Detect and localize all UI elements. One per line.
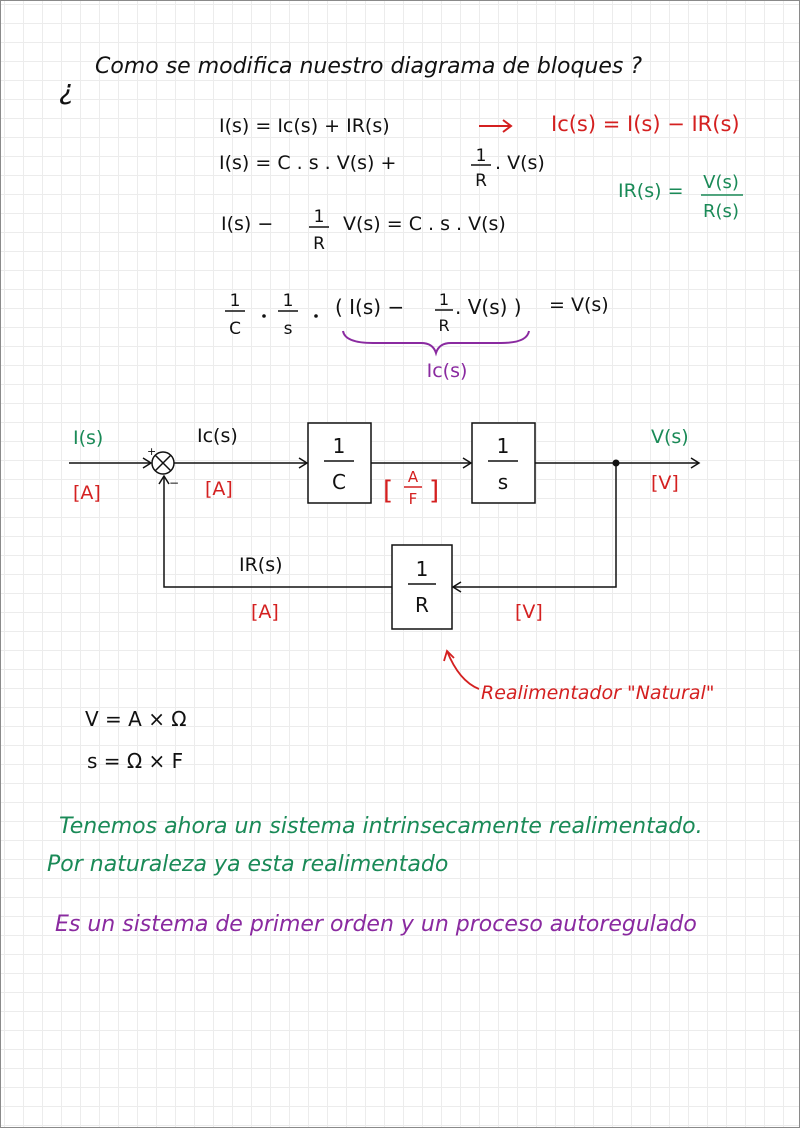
sum-plus-sign: +	[147, 445, 156, 458]
output-unit-label: [V]	[651, 472, 679, 494]
eq2-fraction-denominator: R	[475, 171, 487, 191]
eq4-f1-denominator: C	[229, 319, 241, 339]
eq2-right-term: . V(s)	[495, 152, 545, 174]
equation-current-sum: I(s) = Ic(s) + IR(s)	[219, 115, 390, 137]
input-unit-label: [A]	[73, 482, 101, 504]
equation-ic-result: Ic(s) = I(s) − IR(s)	[551, 112, 740, 136]
note-green-1: Tenemos ahora un sistema intrinsecamente…	[59, 814, 703, 839]
unit-relation-second: s = Ω × F	[87, 749, 183, 773]
block-diagram: I(s) [A] + − Ic(s) [A] 1 C [ A F ]	[69, 422, 715, 704]
eq4-inner-denominator: R	[438, 316, 449, 335]
underbrace	[342, 330, 530, 357]
eq4-dot-1	[262, 314, 266, 318]
block2-denominator: s	[498, 470, 508, 494]
page-title: Como se modifica nuestro diagrama de blo…	[95, 54, 642, 79]
eq4-paren-left: ( I(s) −	[335, 295, 404, 319]
eq4-rhs: = V(s)	[549, 294, 609, 316]
feedback-line-left	[163, 476, 392, 588]
block1-numerator: 1	[333, 434, 346, 458]
implication-arrow	[479, 119, 513, 133]
brace-label: Ic(s)	[427, 360, 468, 382]
mid-unit-numerator: A	[408, 468, 419, 486]
svg-text:[: [	[383, 476, 393, 506]
question-mark: ¿	[59, 73, 74, 106]
unit-relation-volt: V = A × Ω	[85, 707, 187, 731]
feedback-input-unit-label: [V]	[515, 601, 543, 623]
note-purple: Es un sistema de primer orden y un proce…	[55, 912, 697, 937]
svg-text:]: ]	[429, 476, 439, 506]
eq3-fraction-numerator: 1	[314, 207, 325, 227]
block3-numerator: 1	[416, 557, 429, 581]
equation-current-expanded: I(s) = C . s . V(s) +	[219, 152, 396, 174]
note-green-2: Por naturaleza ya esta realimentado	[47, 852, 448, 877]
eq4-dot-2	[314, 314, 318, 318]
eq2-fraction-numerator: 1	[476, 146, 487, 166]
equation-rearranged-left: I(s) −	[221, 213, 273, 235]
feedback-signal-label: IR(s)	[239, 554, 283, 576]
sum-minus-sign: −	[169, 476, 179, 490]
annotation-arrow	[446, 650, 480, 690]
feedback-line-right	[453, 463, 617, 588]
mid-unit-label: [ A F ]	[383, 468, 439, 508]
eq3-fraction-denominator: R	[313, 234, 325, 254]
mid-unit-denominator: F	[409, 490, 418, 508]
feedback-unit-label: [A]	[251, 601, 279, 623]
eq4-f2-denominator: s	[284, 319, 293, 339]
ir-fraction-numerator: V(s)	[703, 172, 739, 193]
equation-rearranged-right: V(s) = C . s . V(s)	[343, 213, 506, 235]
equation-ir-lhs: IR(s) =	[618, 180, 684, 202]
ir-fraction-denominator: R(s)	[703, 201, 739, 222]
eq4-inner-numerator: 1	[439, 290, 449, 309]
output-signal-label: V(s)	[651, 426, 689, 448]
eq4-f1-numerator: 1	[230, 291, 241, 311]
eq4-paren-right: . V(s) )	[455, 295, 522, 319]
block3-denominator: R	[415, 593, 429, 617]
ic-unit-label: [A]	[205, 478, 233, 500]
block2-numerator: 1	[497, 434, 510, 458]
annotation-text: Realimentador "Natural"	[481, 682, 715, 704]
eq4-f2-numerator: 1	[283, 291, 294, 311]
block1-denominator: C	[332, 470, 346, 494]
input-signal-label: I(s)	[73, 427, 103, 449]
ic-signal-label: Ic(s)	[197, 425, 238, 447]
